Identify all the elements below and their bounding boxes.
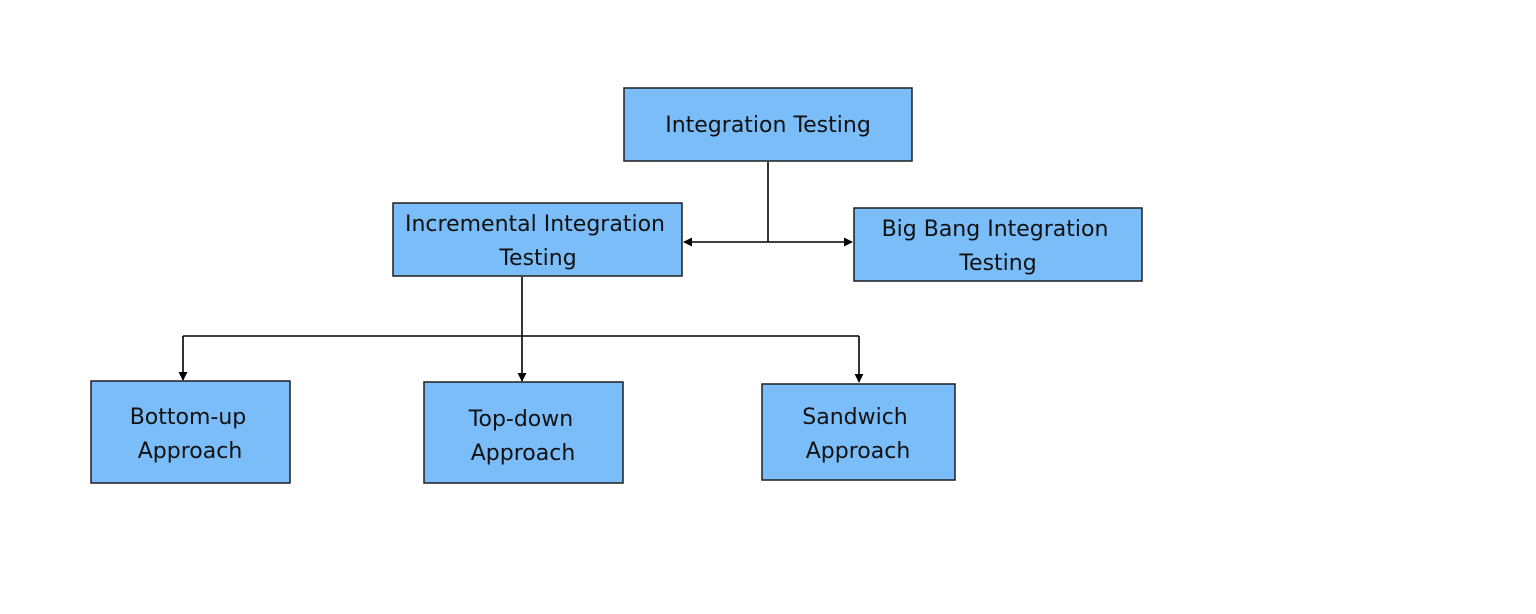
edges bbox=[178, 162, 864, 383]
node-sandwich-label-1: Sandwich bbox=[802, 405, 908, 430]
node-top-down-approach: Top-down Approach bbox=[423, 381, 624, 484]
node-incremental-label-1: Incremental Integration bbox=[405, 212, 665, 237]
node-bottomup-label-1: Bottom-up bbox=[130, 405, 247, 430]
node-big-bang-integration-testing: Big Bang Integration Testing bbox=[853, 207, 1143, 282]
node-bigbang-label-2: Testing bbox=[958, 251, 1036, 276]
node-sandwich-label-2: Approach bbox=[806, 439, 911, 464]
node-incremental-integration-testing: Incremental Integration Testing bbox=[392, 202, 683, 277]
node-integration-testing: Integration Testing bbox=[623, 87, 913, 162]
node-sandwich-approach: Sandwich Approach bbox=[761, 383, 956, 481]
node-incremental-label-2: Testing bbox=[498, 246, 576, 271]
node-bigbang-label-1: Big Bang Integration bbox=[882, 217, 1109, 242]
node-integration-testing-label-1: Integration Testing bbox=[665, 113, 871, 138]
node-topdown-label-2: Approach bbox=[471, 441, 576, 466]
node-bottomup-label-2: Approach bbox=[138, 439, 243, 464]
node-bottom-up-approach: Bottom-up Approach bbox=[90, 380, 291, 484]
node-topdown-label-1: Top-down bbox=[468, 407, 573, 432]
